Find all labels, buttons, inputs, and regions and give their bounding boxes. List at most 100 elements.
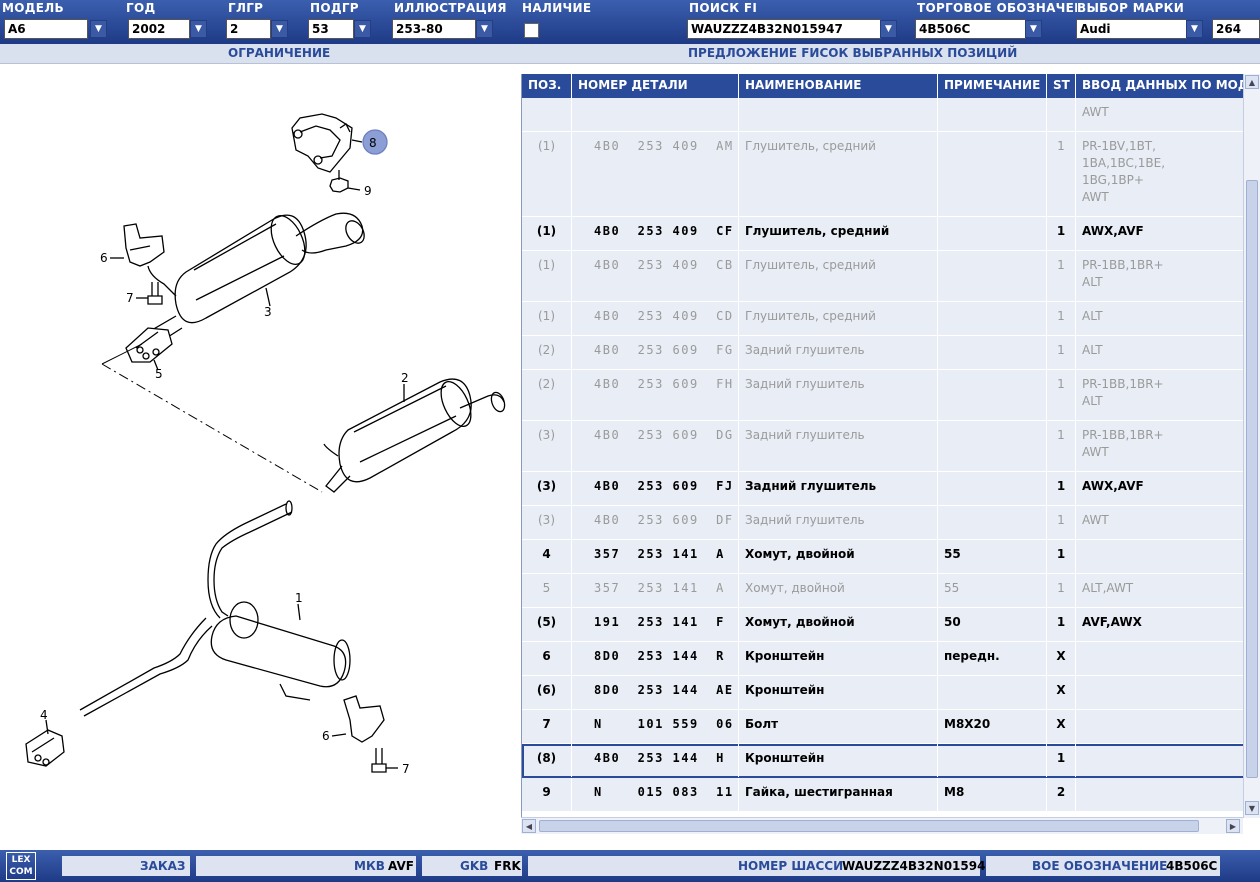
horizontal-scrollbar[interactable]: ◀ ▶	[521, 817, 1243, 834]
chevron-down-icon[interactable]: ▼	[90, 20, 107, 38]
cell-st: 1	[1047, 540, 1076, 573]
col-st[interactable]: ST	[1047, 74, 1076, 98]
cell-pos: (2)	[522, 336, 572, 369]
callout-7-lower[interactable]: 7	[402, 762, 410, 776]
sub-group-label: ПОДГР	[310, 1, 359, 15]
callout-8[interactable]: 8	[369, 136, 377, 150]
chevron-down-icon[interactable]: ▼	[880, 20, 897, 38]
sub-group-select[interactable]: 53	[308, 19, 354, 39]
callout-4[interactable]: 4	[40, 708, 48, 722]
cell-part: 4B0 253 609 DG	[572, 421, 739, 471]
brand-select[interactable]: Audi	[1076, 19, 1187, 39]
scroll-left-icon[interactable]: ◀	[522, 819, 536, 833]
trade-designation-select[interactable]: 4B506C	[915, 19, 1026, 39]
availability-checkbox[interactable]	[524, 23, 539, 38]
col-model-data[interactable]: ВВОД ДАННЫХ ПО МОДЕЛИ	[1082, 78, 1245, 92]
cell-note	[938, 302, 1047, 335]
cell-part: 4B0 253 409 CF	[572, 217, 739, 250]
col-note[interactable]: ПРИМЕЧАНИЕ	[938, 74, 1047, 98]
cell-model	[1076, 642, 1245, 675]
callout-6-lower[interactable]: 6	[322, 729, 330, 743]
scroll-down-icon[interactable]: ▼	[1245, 801, 1259, 815]
cell-note	[938, 132, 1047, 216]
chevron-down-icon[interactable]: ▼	[1186, 20, 1203, 38]
callout-6-upper[interactable]: 6	[100, 251, 108, 265]
search-fi-input[interactable]: WAUZZZ4B32N015947	[687, 19, 881, 39]
col-name[interactable]: НАИМЕНОВАНИЕ	[739, 74, 938, 98]
cell-st: 1	[1047, 472, 1076, 505]
cell-note	[938, 676, 1047, 709]
table-row[interactable]: AWT	[522, 98, 1245, 132]
designation-label: ВОЕ ОБОЗНАЧЕНИЕ	[1032, 859, 1168, 873]
scroll-up-icon[interactable]: ▲	[1245, 75, 1259, 89]
callout-8-highlight[interactable]	[362, 129, 388, 155]
callout-1[interactable]: 1	[295, 591, 303, 605]
exhaust-illustration[interactable]: 8 9 6 7 3 5 2 1 4 6 7	[0, 64, 520, 850]
cell-part: 8D0 253 144 AE	[572, 676, 739, 709]
scroll-thumb[interactable]	[1246, 180, 1258, 778]
cell-note	[938, 336, 1047, 369]
vertical-scrollbar[interactable]: ▲ ▼	[1243, 74, 1260, 818]
clamp-part-4[interactable]	[25, 719, 65, 767]
bracket-part-6-lower[interactable]	[331, 695, 385, 743]
extra-field[interactable]: 264	[1212, 19, 1260, 39]
cell-model	[1076, 540, 1245, 573]
cell-model: PR-1BB,1BR+ ALT	[1076, 251, 1245, 301]
rear-muffler-part-2[interactable]	[323, 377, 507, 493]
model-select[interactable]: A6	[4, 19, 88, 39]
chevron-down-icon[interactable]: ▼	[271, 20, 288, 38]
col-position[interactable]: ПОЗ.	[522, 74, 572, 98]
cell-name: Глушитель, средний	[739, 251, 938, 301]
chassis-field: НОМЕР ШАССИ WAUZZZ4B32N015947	[528, 856, 994, 876]
cell-part: 4B0 253 609 FH	[572, 370, 739, 420]
middle-muffler-part-3[interactable]	[147, 211, 368, 343]
cell-model	[1076, 676, 1245, 709]
callout-7-upper[interactable]: 7	[126, 291, 134, 305]
cell-pos	[522, 98, 572, 131]
main-group-select[interactable]: 2	[226, 19, 271, 39]
cell-model: PR-1BB,1BR+ ALT	[1076, 370, 1245, 420]
year-select[interactable]: 2002	[128, 19, 190, 39]
cell-part: 4B0 253 409 CD	[572, 302, 739, 335]
chevron-down-icon[interactable]: ▼	[190, 20, 207, 38]
callout-5[interactable]: 5	[155, 367, 163, 381]
callout-3[interactable]: 3	[264, 305, 272, 319]
scroll-thumb-horizontal[interactable]	[539, 820, 1199, 832]
callout-9[interactable]: 9	[364, 184, 372, 198]
chevron-down-icon[interactable]: ▼	[354, 20, 371, 38]
scroll-right-icon[interactable]: ▶	[1226, 819, 1240, 833]
callout-2[interactable]: 2	[401, 371, 409, 385]
cell-st: 1	[1047, 608, 1076, 641]
chevron-down-icon[interactable]: ▼	[476, 20, 493, 38]
middle-muffler-part-1[interactable]	[79, 500, 351, 717]
order-button[interactable]: ЗАКАЗ	[62, 856, 190, 876]
illustration-select[interactable]: 253-80	[392, 19, 476, 39]
chevron-down-icon[interactable]: ▼	[1025, 20, 1042, 38]
bolt-part-7-lower[interactable]	[371, 748, 398, 773]
nut-part-9[interactable]	[329, 170, 361, 193]
bracket-part-6-upper[interactable]	[110, 223, 165, 267]
bolt-part-7-upper[interactable]	[136, 282, 163, 305]
cell-st: 1	[1047, 744, 1076, 777]
col-part-number[interactable]: НОМЕР ДЕТАЛИ	[572, 74, 739, 98]
bracket-part-8[interactable]	[291, 113, 353, 173]
chassis-value: WAUZZZ4B32N015947	[842, 859, 994, 873]
